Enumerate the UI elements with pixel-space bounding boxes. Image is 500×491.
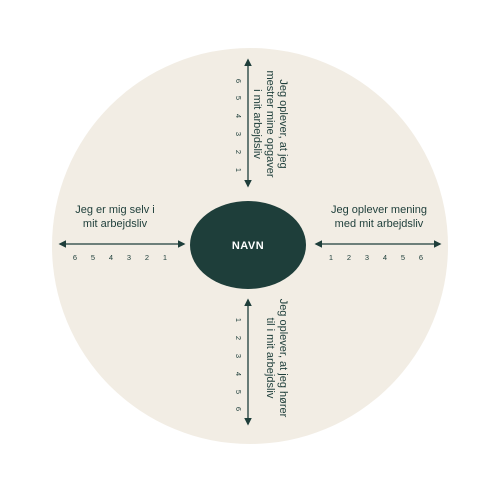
top-tick-2: 2: [234, 150, 243, 154]
right-label-line-1: Jeg oplever mening: [331, 204, 427, 216]
bottom-label-line-2: til i mit arbejdsliv: [264, 318, 276, 399]
bottom-axis-ticks: 1 2 3 4 5 6: [234, 318, 243, 411]
left-label-line-2: mit arbejdsliv: [83, 218, 148, 230]
top-tick-4: 4: [234, 114, 243, 118]
left-tick-3: 3: [127, 253, 131, 262]
left-tick-1: 1: [163, 253, 167, 262]
right-axis-ticks: 1 2 3 4 5 6: [329, 253, 423, 262]
left-axis-ticks: 6 5 4 3 2 1: [73, 253, 167, 262]
left-tick-4: 4: [109, 253, 113, 262]
right-tick-4: 4: [383, 253, 387, 262]
center-ellipse: [190, 201, 306, 289]
bottom-axis-label: Jeg oplever, at jeg hører til i mit arbe…: [264, 299, 289, 418]
top-label-line-2: mestrer mine opgaver: [264, 71, 276, 178]
right-tick-6: 6: [419, 253, 423, 262]
top-tick-5: 5: [234, 96, 243, 100]
right-label-line-2: med mit arbejdsliv: [335, 218, 424, 230]
right-tick-3: 3: [365, 253, 369, 262]
left-label-line-1: Jeg er mig selv i: [75, 204, 154, 216]
left-tick-2: 2: [145, 253, 149, 262]
bottom-label-line-1: Jeg oplever, at jeg hører: [277, 299, 289, 418]
left-tick-6: 6: [73, 253, 77, 262]
right-tick-5: 5: [401, 253, 405, 262]
center-label: NAVN: [232, 240, 264, 252]
right-tick-1: 1: [329, 253, 333, 262]
bottom-tick-5: 5: [234, 390, 243, 394]
top-label-line-1: Jeg oplever, at jeg: [277, 79, 289, 168]
right-tick-2: 2: [347, 253, 351, 262]
top-label-line-3: i mit arbejdsliv: [251, 89, 263, 159]
left-tick-5: 5: [91, 253, 95, 262]
bottom-tick-6: 6: [234, 407, 243, 411]
bottom-tick-1: 1: [234, 318, 243, 322]
top-tick-1: 1: [234, 168, 243, 172]
bottom-tick-2: 2: [234, 336, 243, 340]
top-tick-3: 3: [234, 132, 243, 136]
bottom-tick-4: 4: [234, 372, 243, 376]
bottom-tick-3: 3: [234, 354, 243, 358]
top-axis-ticks: 6 5 4 3 2 1: [234, 79, 243, 172]
top-tick-6: 6: [234, 79, 243, 83]
top-axis-label: Jeg oplever, at jeg mestrer mine opgaver…: [251, 71, 289, 178]
